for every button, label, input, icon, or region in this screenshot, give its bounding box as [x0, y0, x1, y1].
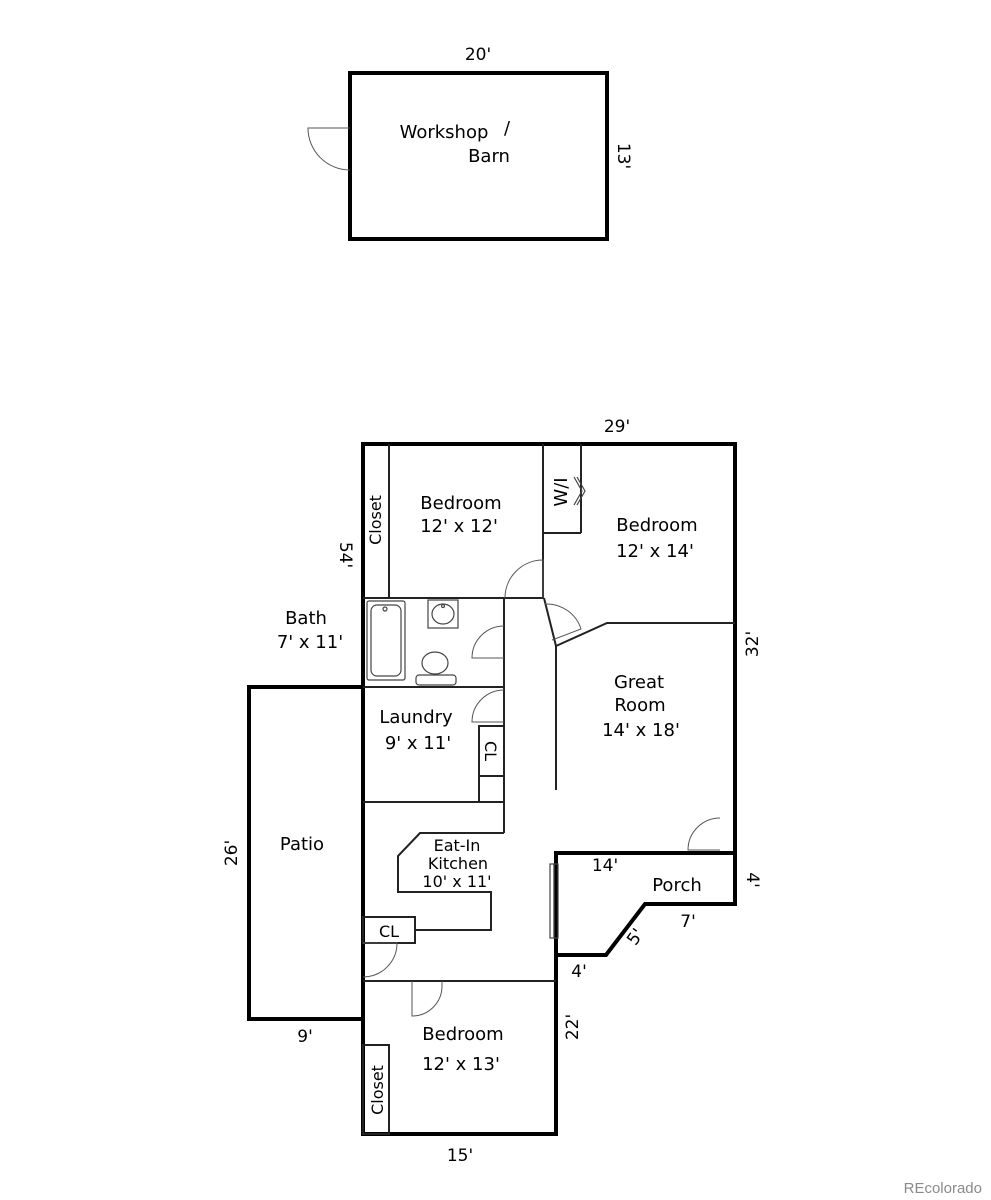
patio-name: Patio: [280, 834, 324, 855]
workshop-walls: [348, 71, 609, 241]
bedroom2-door: [544, 603, 582, 641]
workshop-building: 20' 13' Workshop / Barn: [307, 45, 633, 241]
laundry-closet: [478, 725, 505, 803]
porch-door: [687, 817, 721, 851]
porch-name: Porch: [652, 875, 702, 896]
porch-outline: [554, 851, 737, 957]
sliding-door-2: [553, 863, 559, 939]
porch-dim-bottom: 7': [680, 912, 696, 932]
bedroom1-size: 12' x 12': [420, 516, 498, 537]
sink-counter: [427, 599, 459, 629]
workshop-dim-top: 20': [465, 45, 491, 65]
kitchen-counter: [397, 832, 504, 943]
kitchen-name-2: Kitchen: [428, 854, 488, 873]
great-room-name-2: Room: [614, 695, 665, 716]
bath-door: [471, 625, 505, 659]
workshop-dim-right: 13': [613, 143, 633, 169]
toilet-tank-icon: [415, 674, 457, 686]
bathtub-inner: [370, 604, 402, 677]
house-dim-right: 32': [743, 631, 763, 657]
toilet-bowl-icon: [421, 651, 449, 675]
house-plan: 29' 54' 32' 26' 9' 15' 22' 14' 4' 7' 5' …: [222, 417, 763, 1166]
patio-dim-bottom: 9': [297, 1027, 313, 1047]
walkin-rod-icon-2: [573, 476, 583, 506]
walkin-label: W/I: [551, 477, 572, 506]
bath-size: 7' x 11': [277, 632, 343, 653]
great-room-name-1: Great: [614, 672, 664, 693]
bedroom3-size: 12' x 13': [422, 1054, 500, 1075]
closet-top-label: Closet: [366, 495, 385, 545]
bath-name: Bath: [285, 608, 327, 629]
porch-dim-right: 4': [742, 872, 762, 888]
kitchen-size: 10' x 11': [422, 872, 491, 891]
porch-dim-top: 14': [592, 856, 618, 876]
bedroom3-door: [411, 981, 443, 1017]
laundry-closet-label: CL: [481, 741, 500, 761]
workshop-label: Workshop: [400, 122, 489, 143]
walkin-rod-icon: [576, 476, 586, 506]
barn-label: Barn: [468, 146, 510, 167]
bedroom1-door: [504, 559, 544, 599]
kitchen-closet-label: CL: [379, 922, 399, 941]
patio-outline: [247, 685, 365, 1021]
kitchen-door: [362, 942, 398, 978]
bedroom3-closet: [362, 1044, 390, 1135]
laundry-name: Laundry: [379, 707, 453, 728]
bedroom3-dim-right: 22': [563, 1014, 583, 1040]
bedroom3-name: Bedroom: [422, 1024, 503, 1045]
laundry-door: [471, 689, 505, 723]
workshop-slash: /: [504, 118, 511, 139]
bedroom1-name: Bedroom: [420, 493, 501, 514]
patio-dim-left: 26': [222, 840, 242, 866]
kitchen-name-1: Eat-In: [434, 836, 481, 855]
workshop-door: [307, 127, 351, 171]
bathtub: [366, 600, 406, 681]
sink-faucet-icon: [440, 603, 446, 609]
porch-dim-left: 4': [571, 962, 587, 982]
closet-bottom-label: Closet: [368, 1065, 387, 1115]
watermark: REcolorado: [904, 1180, 982, 1197]
tub-drain-icon: [382, 606, 388, 612]
bedroom2-name: Bedroom: [616, 515, 697, 536]
great-room-size: 14' x 18': [602, 720, 680, 741]
hall-angled-wall: [543, 597, 557, 647]
house-dim-bottom: 15': [447, 1146, 473, 1166]
bedroom2-bottom-wall: [555, 622, 735, 647]
house-dim-top: 29': [604, 417, 630, 437]
laundry-size: 9' x 11': [385, 733, 451, 754]
bedroom2-size: 12' x 14': [616, 541, 694, 562]
house-dim-left: 54': [335, 542, 355, 568]
